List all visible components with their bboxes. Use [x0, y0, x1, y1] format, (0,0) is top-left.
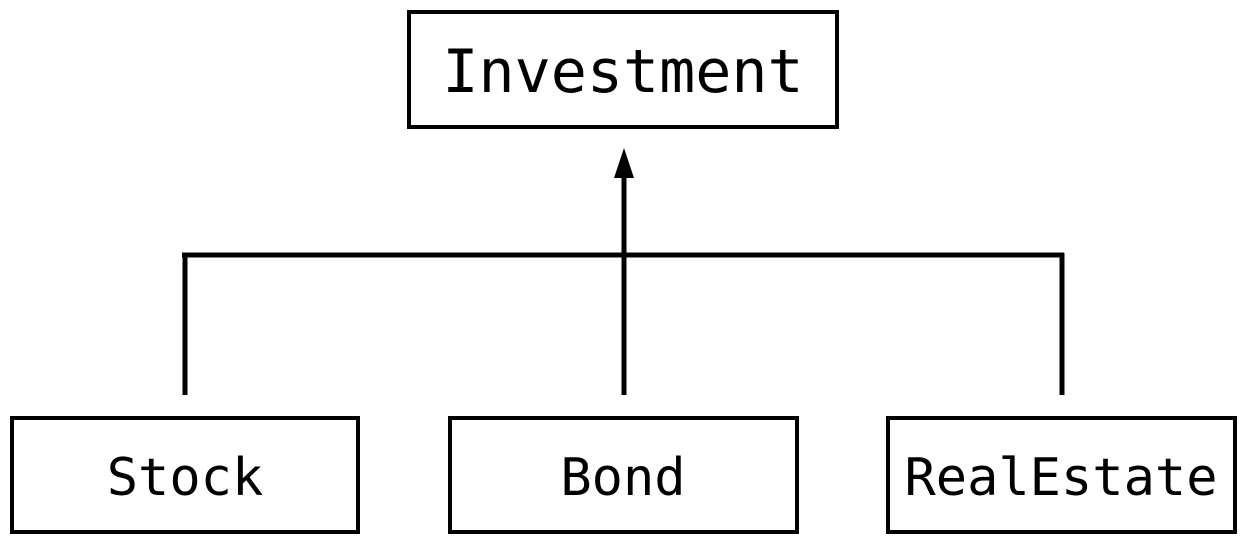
child-box-realestate: [886, 416, 1237, 534]
child-node-stock: Stock: [10, 416, 360, 534]
child-label-bond: Bond: [560, 448, 685, 508]
child-node-bond: Bond: [448, 416, 799, 534]
arrowhead-up-icon: [614, 148, 634, 178]
parent-label: Investment: [442, 37, 803, 107]
child-label-stock: Stock: [107, 448, 264, 508]
inheritance-connectors: [182, 148, 1065, 395]
child-box-bond: [448, 416, 799, 534]
child-label-realestate: RealEstate: [904, 448, 1217, 508]
child-box-stock: [10, 416, 360, 534]
parent-node-investment: Investment: [407, 10, 839, 129]
child-node-realestate: RealEstate: [886, 416, 1237, 534]
parent-box: [407, 10, 839, 129]
